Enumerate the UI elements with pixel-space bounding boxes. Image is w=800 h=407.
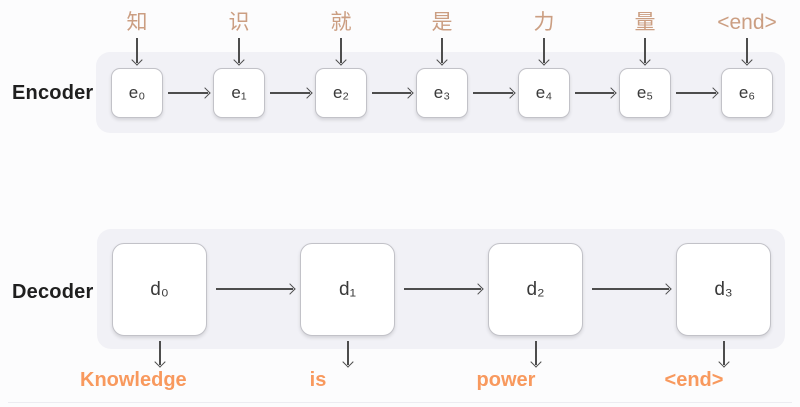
arrow-right-icon (168, 92, 208, 94)
arrow-down-icon (644, 38, 646, 63)
arrow-down-icon (340, 38, 342, 63)
arrow-right-icon (575, 92, 614, 94)
arrow-right-icon (270, 92, 310, 94)
encoder-input-token: 识 (228, 11, 250, 34)
encoder-input-token: 量 (634, 11, 656, 34)
arrow-down-icon (159, 341, 161, 365)
decoder-label: Decoder (12, 281, 94, 303)
encoder-input-token: 知 (126, 11, 148, 34)
encoder-cell: e₃ (416, 68, 468, 118)
arrow-right-icon (404, 288, 481, 290)
arrow-right-icon (592, 288, 669, 290)
arrow-down-icon (347, 341, 349, 365)
arrow-down-icon (543, 38, 545, 63)
encoder-input-token: 力 (533, 11, 555, 34)
encoder-input-token: 是 (431, 11, 453, 34)
arrow-right-icon (216, 288, 293, 290)
decoder-cell: d₂ (488, 243, 583, 336)
encoder-cell: e₀ (111, 68, 163, 118)
bottom-divider (8, 402, 792, 403)
decoder-cell: d₁ (300, 243, 395, 336)
decoder-output-token: power (476, 369, 536, 391)
arrow-right-icon (372, 92, 411, 94)
arrow-right-icon (473, 92, 513, 94)
arrow-down-icon (136, 38, 138, 63)
decoder-output-token: Knowledge (80, 369, 187, 391)
decoder-output-token: is (309, 369, 327, 391)
decoder-cell: d₃ (676, 243, 771, 336)
arrow-down-icon (746, 38, 748, 63)
decoder-output-token: <end> (664, 369, 724, 391)
arrow-down-icon (723, 341, 725, 365)
encoder-cell: e₅ (619, 68, 671, 118)
encoder-input-token: <end> (717, 11, 777, 34)
arrow-right-icon (676, 92, 716, 94)
encoder-cell: e₂ (315, 68, 367, 118)
arrow-down-icon (441, 38, 443, 63)
encoder-input-token: 就 (330, 11, 352, 34)
encoder-cell: e₆ (721, 68, 773, 118)
encoder-cell: e₁ (213, 68, 265, 118)
arrow-down-icon (535, 341, 537, 365)
encoder-cell: e₄ (518, 68, 570, 118)
decoder-cell: d₀ (112, 243, 207, 336)
encoder-label: Encoder (12, 82, 94, 104)
arrow-down-icon (238, 38, 240, 63)
